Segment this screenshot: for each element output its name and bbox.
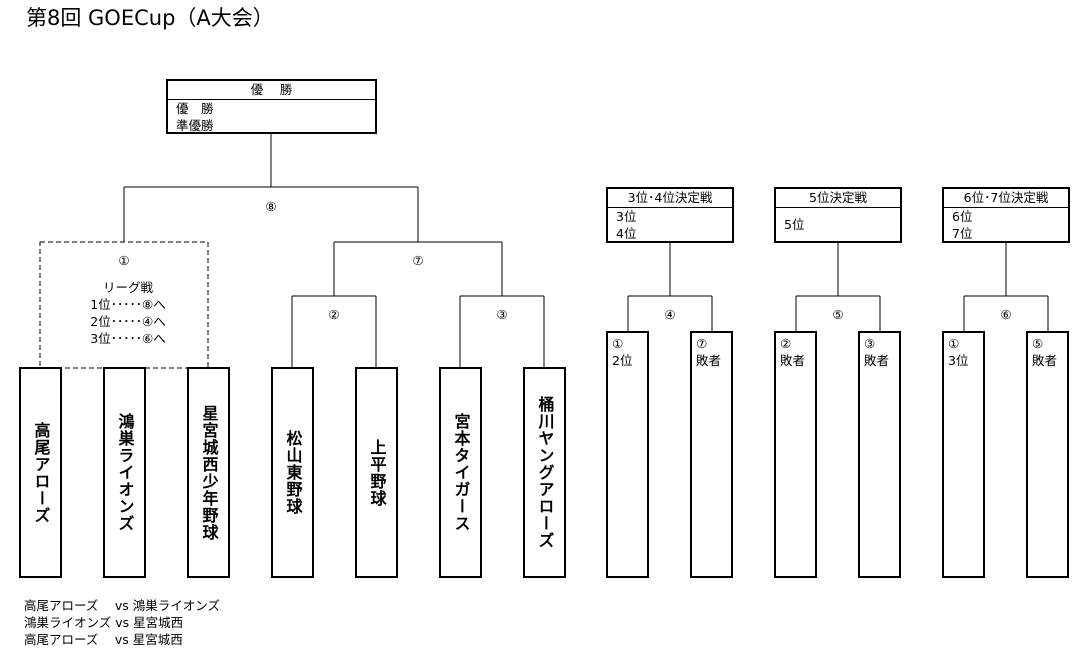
league-match-list: 高尾アローズ vs 鴻巣ライオンズ 鴻巣ライオンズ vs 星宮城西 高尾アローズ… <box>24 597 220 648</box>
sixth-place-row: 6位 <box>952 209 973 224</box>
team-name: 高尾アローズ <box>31 421 51 524</box>
league-match: 高尾アローズ vs 星宮城西 <box>24 632 183 647</box>
league-row-3: 3位･････⑥へ <box>90 331 166 346</box>
placement-slot: ③ 敗者 <box>858 331 901 578</box>
team-box: 上平野球 <box>355 367 398 578</box>
team-box: 高尾アローズ <box>19 367 62 578</box>
slot-label: 3位 <box>948 353 969 368</box>
team-name: 上平野球 <box>367 438 387 507</box>
team-name: 鴻巣ライオンズ <box>115 413 135 532</box>
sixth-seventh-place-header: 6位･7位決定戦 <box>944 189 1068 208</box>
fifth-place-row: 5位 <box>784 217 805 232</box>
team-name: 松山東野球 <box>283 430 303 515</box>
champion-box: 優 勝 優 勝 準優勝 <box>166 79 377 134</box>
match-number-2: ② <box>328 307 340 322</box>
match-number-6: ⑥ <box>1000 307 1012 322</box>
placement-slot: ② 敗者 <box>774 331 817 578</box>
runner-up-row: 準優勝 <box>176 118 214 133</box>
third-place-row: 3位 <box>616 209 637 224</box>
match-number-7: ⑦ <box>412 253 424 268</box>
slot-source-number: ① <box>948 336 960 351</box>
match-number-3: ③ <box>496 307 508 322</box>
slot-label: 敗者 <box>864 353 890 368</box>
placement-slot: ⑦ 敗者 <box>690 331 733 578</box>
match-number-4: ④ <box>664 307 676 322</box>
placement-slot: ⑤ 敗者 <box>1026 331 1069 578</box>
fifth-place-box: 5位決定戦 5位 <box>774 187 902 243</box>
team-box: 桶川ヤングアローズ <box>523 367 566 578</box>
team-name: 宮本タイガース <box>451 413 471 532</box>
slot-source-number: ③ <box>864 336 876 351</box>
fifth-place-header: 5位決定戦 <box>776 189 900 208</box>
match-number-5: ⑤ <box>832 307 844 322</box>
team-name: 星宮城西少年野球 <box>199 404 219 541</box>
league-info: リーグ戦 1位･････⑧へ 2位･････④へ 3位･････⑥へ <box>90 279 165 347</box>
sixth-seventh-place-box: 6位･7位決定戦 6位 7位 <box>942 187 1070 243</box>
league-label: リーグ戦 <box>102 280 154 295</box>
team-box: 松山東野球 <box>271 367 314 578</box>
team-box: 星宮城西少年野球 <box>187 367 230 578</box>
fourth-place-row: 4位 <box>616 226 637 241</box>
slot-source-number: ② <box>780 336 792 351</box>
league-row-1: 1位･････⑧へ <box>90 297 166 312</box>
slot-label: 敗者 <box>780 353 806 368</box>
team-box: 鴻巣ライオンズ <box>103 367 146 578</box>
placement-slot: ① 2位 <box>606 331 649 578</box>
slot-source-number: ⑤ <box>1032 336 1044 351</box>
slot-source-number: ⑦ <box>696 336 708 351</box>
slot-label: 敗者 <box>696 353 722 368</box>
winner-row: 優 勝 <box>176 101 214 116</box>
team-box: 宮本タイガース <box>439 367 482 578</box>
placement-slot: ① 3位 <box>942 331 985 578</box>
seventh-place-row: 7位 <box>952 226 973 241</box>
slot-label: 敗者 <box>1032 353 1058 368</box>
league-row-2: 2位･････④へ <box>90 314 166 329</box>
slot-label: 2位 <box>612 353 633 368</box>
league-match: 高尾アローズ vs 鴻巣ライオンズ <box>24 598 220 613</box>
slot-source-number: ① <box>612 336 624 351</box>
league-match: 鴻巣ライオンズ vs 星宮城西 <box>24 615 184 630</box>
third-fourth-place-header: 3位･4位決定戦 <box>608 189 732 208</box>
team-name: 桶川ヤングアローズ <box>535 396 555 549</box>
match-number-1: ① <box>118 253 130 268</box>
match-number-8: ⑧ <box>265 199 277 214</box>
champion-box-header: 優 勝 <box>168 81 375 100</box>
page-title: 第8回 GOECup（A大会） <box>26 6 274 30</box>
third-fourth-place-box: 3位･4位決定戦 3位 4位 <box>606 187 734 243</box>
